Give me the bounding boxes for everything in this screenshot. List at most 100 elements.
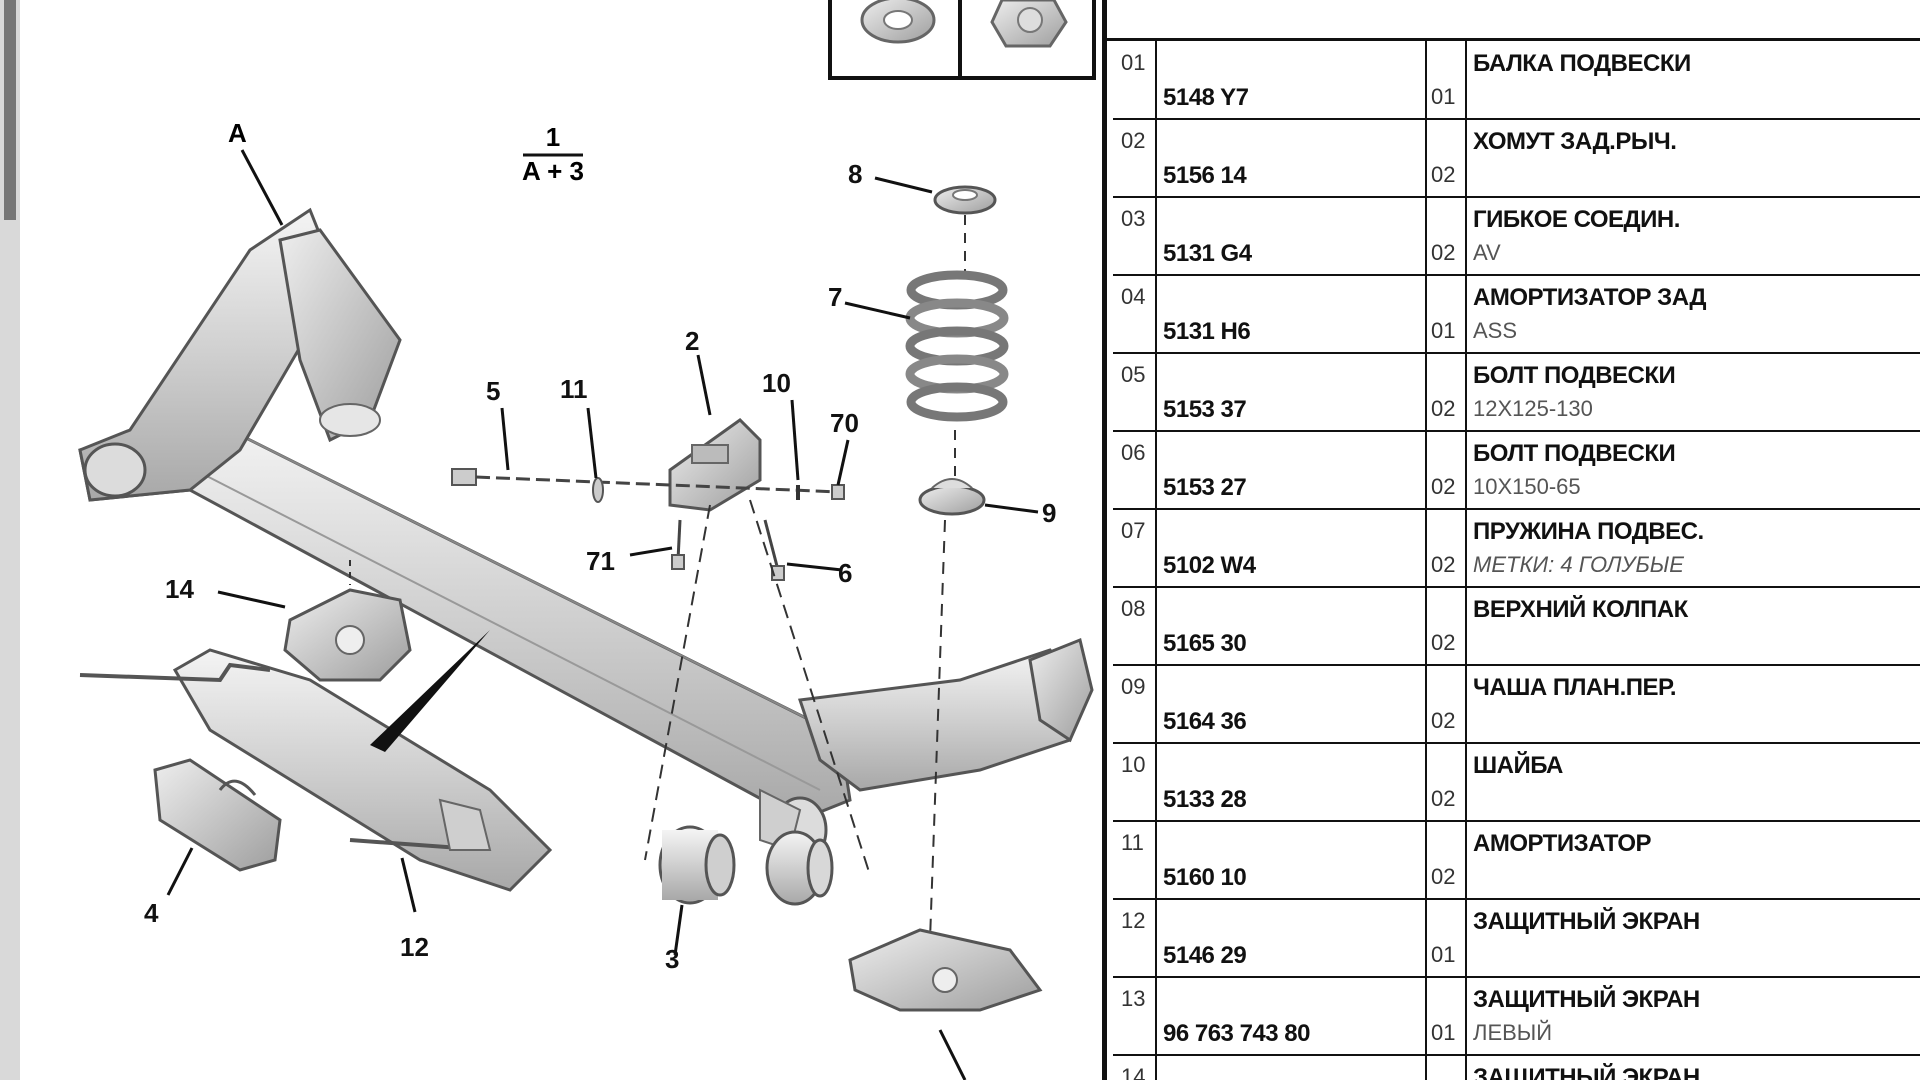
part-note: ASS xyxy=(1473,318,1518,343)
rear-axle-beam xyxy=(78,207,1094,864)
column-divider xyxy=(1425,118,1427,196)
column-divider xyxy=(1155,664,1157,742)
column-divider xyxy=(1465,430,1467,508)
column-divider xyxy=(1425,664,1427,742)
callout-4: 4 xyxy=(144,898,159,928)
column-divider xyxy=(1425,742,1427,820)
part-reference: 5153 37 xyxy=(1163,396,1247,423)
bolt-head xyxy=(451,468,477,486)
item-number: 12 xyxy=(1121,908,1146,933)
part-quantity: 02 xyxy=(1431,786,1456,811)
column-divider xyxy=(1155,40,1157,118)
column-divider xyxy=(1425,40,1427,118)
part-description: ЗАЩИТНЫЙ ЭКРАН xyxy=(1473,908,1700,935)
assembly-fraction-numerator: 1 xyxy=(546,122,560,152)
coil-spring-assembly xyxy=(905,185,1009,941)
item-number: 01 xyxy=(1121,50,1146,75)
part-quantity: 02 xyxy=(1431,396,1456,421)
item-number: 11 xyxy=(1121,830,1144,855)
column-divider xyxy=(1465,1054,1467,1080)
vertical-scrollbar[interactable] xyxy=(0,0,20,1080)
column-divider xyxy=(1465,976,1467,1054)
item-number: 07 xyxy=(1121,518,1146,543)
column-divider xyxy=(1465,196,1467,274)
part-reference: 5153 27 xyxy=(1163,474,1247,501)
pointer-wedge xyxy=(370,630,490,752)
panel-divider xyxy=(1102,0,1107,1080)
part-note: AV xyxy=(1473,240,1501,265)
part-description: ХОМУТ ЗАД.РЫЧ. xyxy=(1473,128,1677,155)
callout-5: 5 xyxy=(486,376,500,406)
column-divider xyxy=(1465,118,1467,196)
part-description: БОЛТ ПОДВЕСКИ xyxy=(1473,440,1676,467)
part-reference: 5165 30 xyxy=(1163,630,1247,657)
part-description: ЗАЩИТНЫЙ ЭКРАН xyxy=(1473,1064,1700,1080)
part-note: 10X150-65 xyxy=(1473,474,1581,499)
part-description: ВЕРХНИЙ КОЛПАК xyxy=(1473,596,1688,623)
part-quantity: 01 xyxy=(1431,942,1456,967)
nut-hole xyxy=(1017,7,1043,33)
part-note: ЛЕВЫЙ xyxy=(1473,1020,1553,1045)
column-divider xyxy=(1155,586,1157,664)
callout-8: 8 xyxy=(848,159,862,189)
column-divider xyxy=(1155,976,1157,1054)
part-quantity: 01 xyxy=(1431,84,1456,109)
callout-7: 7 xyxy=(828,282,842,312)
column-divider xyxy=(1155,430,1157,508)
column-divider xyxy=(1465,352,1467,430)
scrollbar-thumb[interactable] xyxy=(4,0,16,220)
heat-shield xyxy=(283,560,412,682)
column-divider xyxy=(1425,352,1427,430)
part-quantity: 01 xyxy=(1431,318,1456,343)
item-number: 13 xyxy=(1121,986,1146,1011)
part-quantity: 02 xyxy=(1431,708,1456,733)
part-reference: 5160 10 xyxy=(1163,864,1247,891)
part-description: ЗАЩИТНЫЙ ЭКРАН xyxy=(1473,986,1700,1013)
part-reference: 5148 Y7 xyxy=(1163,84,1249,111)
part-quantity: 02 xyxy=(1431,240,1456,265)
diagram-drawing: A 1 A + 3 xyxy=(78,0,1096,1081)
spring-seat xyxy=(918,484,986,516)
column-divider xyxy=(1155,118,1157,196)
part-description: БОЛТ ПОДВЕСКИ xyxy=(1473,362,1676,389)
column-divider xyxy=(1465,898,1467,976)
column-divider xyxy=(1155,508,1157,586)
parts-table-header xyxy=(1107,0,1920,41)
rear-bracket xyxy=(668,418,762,512)
column-divider xyxy=(1465,664,1467,742)
part-note: 12X125-130 xyxy=(1473,396,1593,421)
callout-70: 70 xyxy=(830,408,859,438)
assembly-fraction-denominator: A + 3 xyxy=(522,156,584,186)
column-divider xyxy=(1155,820,1157,898)
column-divider xyxy=(1155,1054,1157,1080)
column-divider xyxy=(1465,274,1467,352)
part-quantity: 02 xyxy=(1431,552,1456,577)
bracket-assembly xyxy=(451,418,871,876)
part-reference: 5131 H6 xyxy=(1163,318,1251,345)
washer-hole xyxy=(883,10,913,30)
lower-mount-bracket xyxy=(848,928,1043,1081)
part-quantity: 01 xyxy=(1431,1020,1456,1045)
part-description: ЧАША ПЛАН.ПЕР. xyxy=(1473,674,1677,701)
callout-3: 3 xyxy=(665,944,679,974)
nut xyxy=(831,484,845,500)
callout-leaders xyxy=(166,176,1039,956)
callout-71: 71 xyxy=(586,546,615,576)
column-divider xyxy=(1425,586,1427,664)
part-description: ГИБКОЕ СОЕДИН. xyxy=(1473,206,1680,233)
